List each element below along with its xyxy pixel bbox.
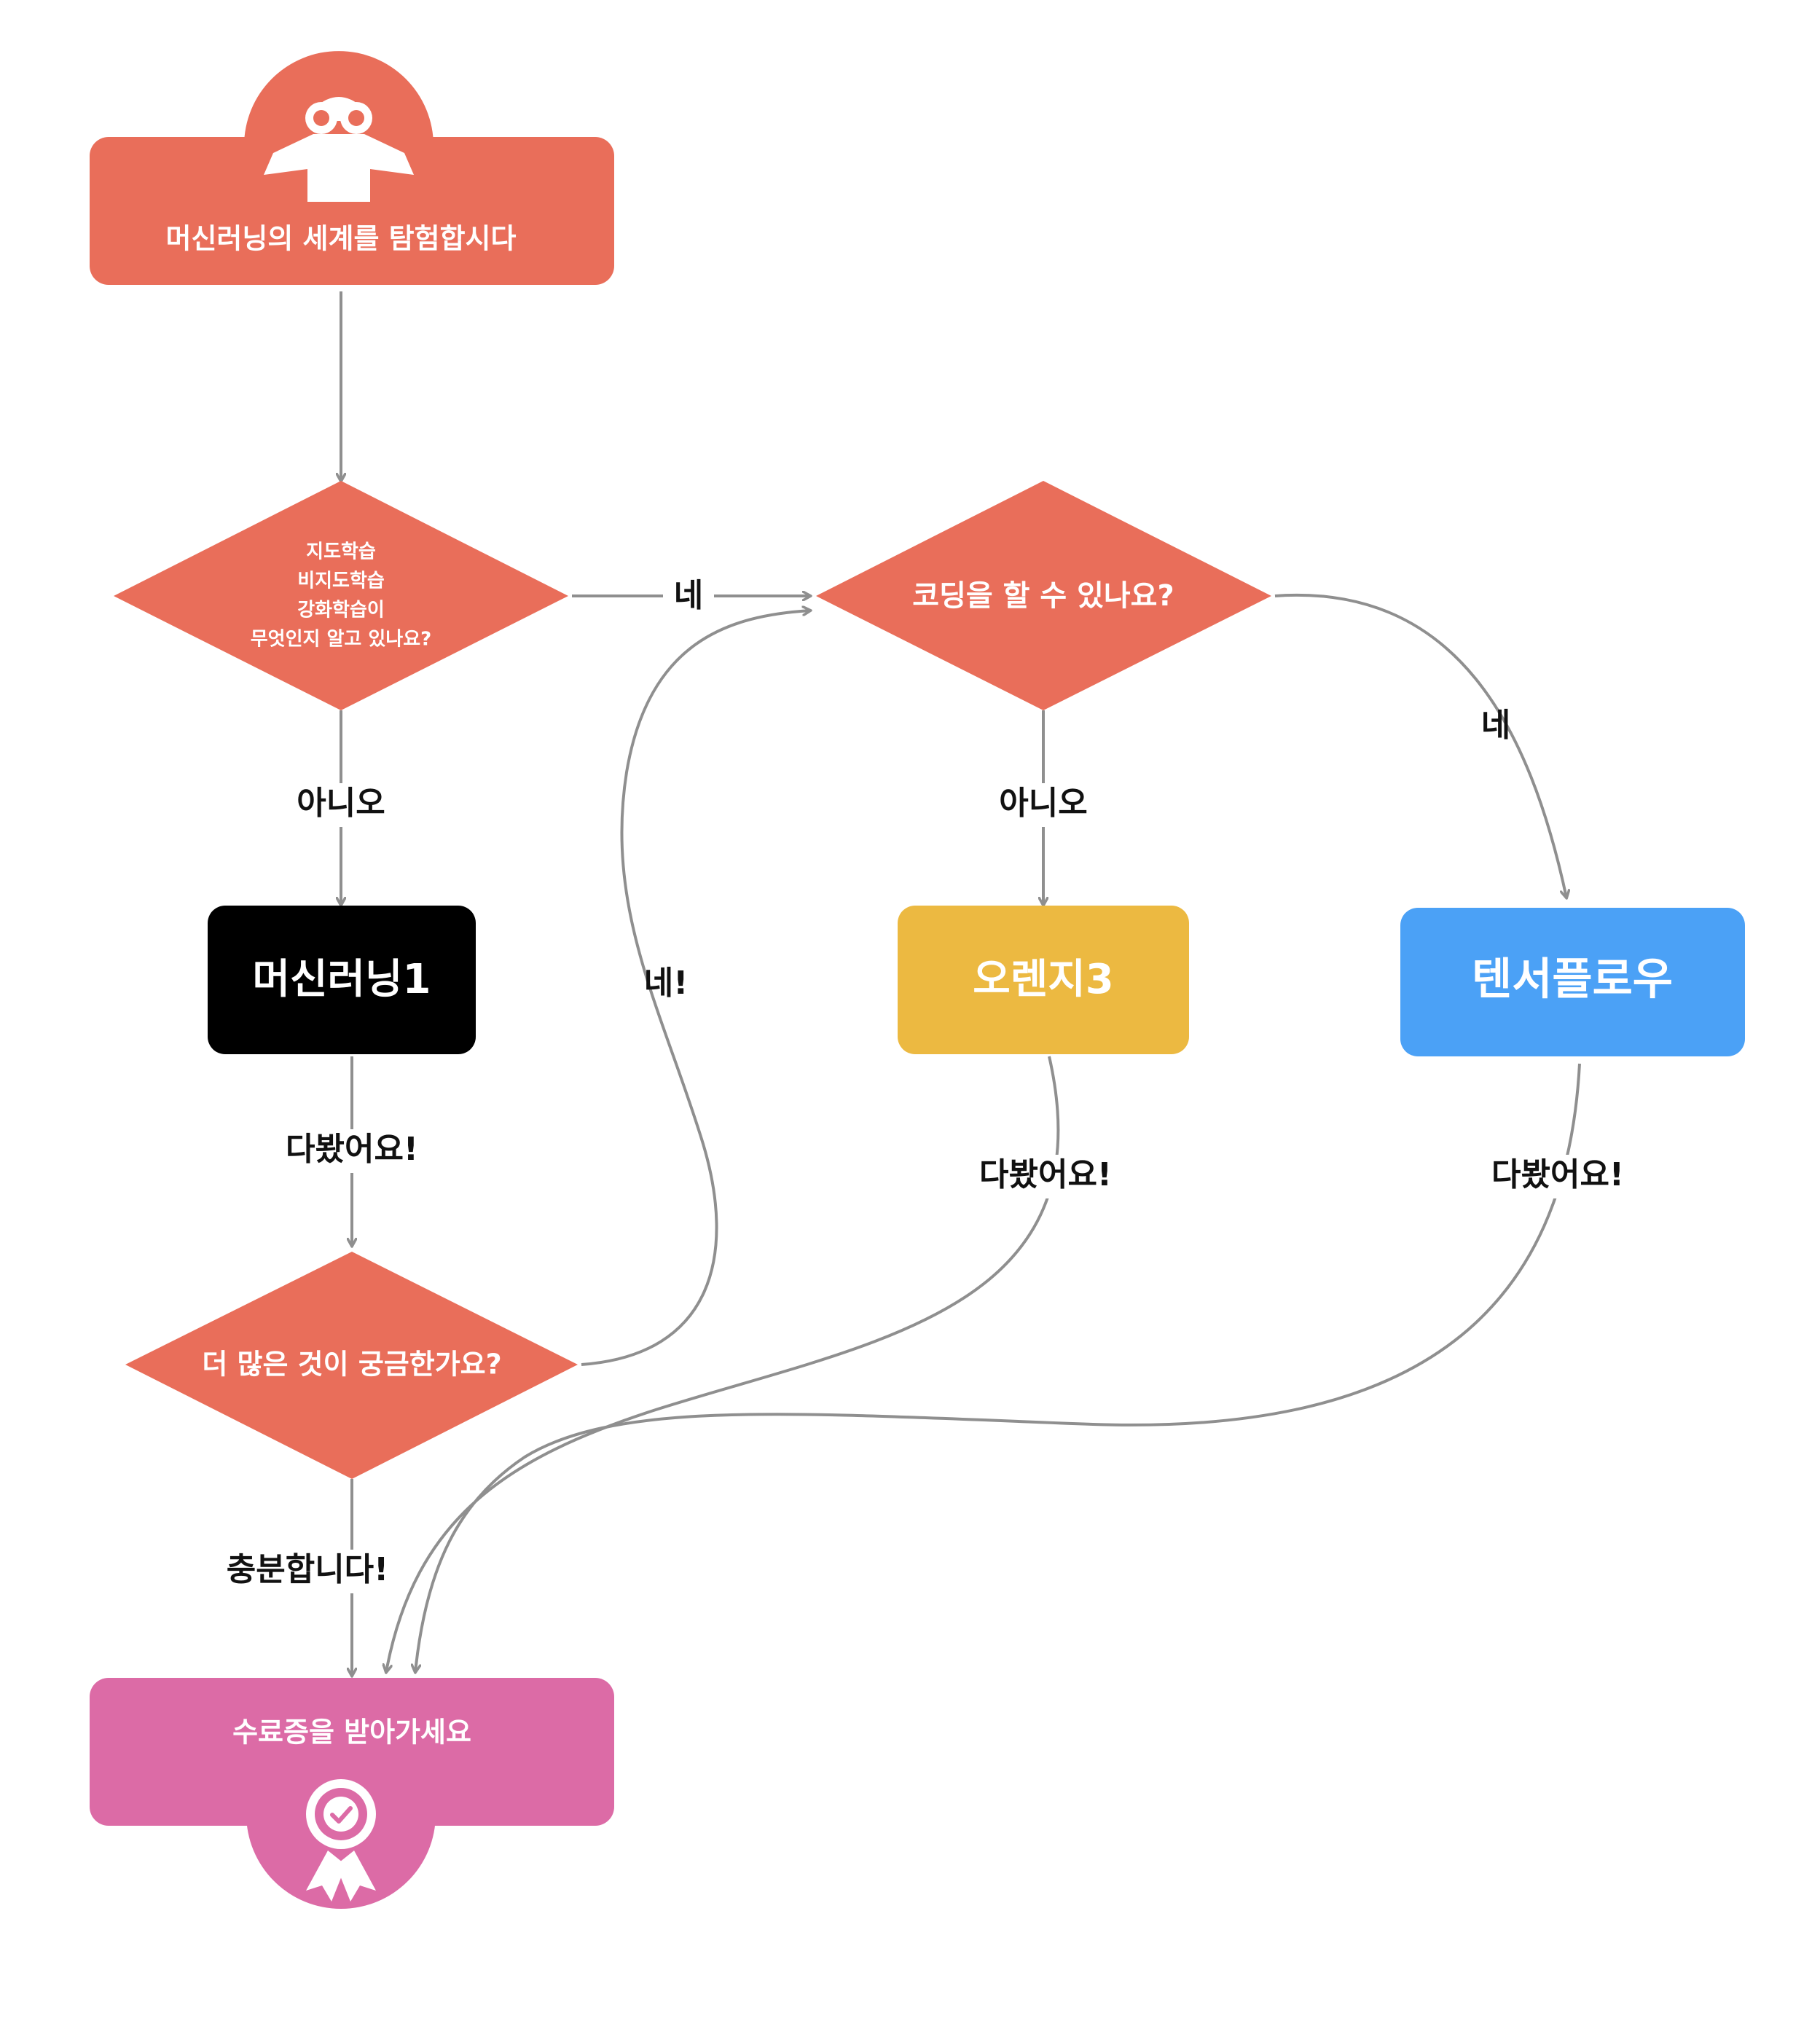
decision-more-shape bbox=[125, 1252, 578, 1479]
edge-label-tf-done: 다봤어요! bbox=[1491, 1156, 1624, 1193]
decision-learning-types: 지도학습 비지도학습 강화학습이 무엇인지 알고 있나요? bbox=[114, 481, 568, 710]
end-node-label: 수료증을 받아가세요 bbox=[232, 1716, 471, 1749]
binoculars-person-icon bbox=[264, 97, 414, 202]
edge-label-orange-done: 다봤어요! bbox=[979, 1156, 1112, 1193]
start-node: 머신러닝의 세계를 탐험합시다 bbox=[90, 51, 614, 285]
decision-coding: 코딩을 할 수 있나요? bbox=[816, 481, 1271, 710]
decision-learning-types-shape bbox=[114, 481, 568, 710]
node-tensorflow-label: 텐서플로우 bbox=[1472, 954, 1673, 1005]
edge-tensorflow-to-end bbox=[415, 1063, 1581, 1672]
decision-learning-types-line-1: 지도학습 bbox=[306, 541, 376, 563]
node-tensorflow: 텐서플로우 bbox=[1400, 908, 1745, 1056]
node-orange3-label: 오렌지3 bbox=[973, 956, 1114, 1003]
node-tensorflow-box bbox=[1400, 908, 1745, 1056]
edge-label-enough: 충분합니다! bbox=[227, 1551, 388, 1588]
node-orange3: 오렌지3 bbox=[898, 906, 1189, 1054]
edge-q-more-yes-to-coding bbox=[581, 611, 810, 1366]
decision-more-label: 더 많은 것이 궁금한가요? bbox=[202, 1349, 501, 1381]
edge-label-q1-yes: 네 bbox=[674, 577, 703, 614]
decision-learning-types-line-4: 무엇인지 알고 있나요? bbox=[251, 629, 431, 651]
edge-label-coding-yes: 네 bbox=[1481, 707, 1510, 744]
edge-orange3-to-end bbox=[386, 1056, 1060, 1672]
edge-label-coding-no: 아니오 bbox=[999, 785, 1087, 822]
decision-learning-types-line-2: 비지도학습 bbox=[297, 570, 385, 592]
decision-learning-types-line-3: 강화학습이 bbox=[297, 600, 385, 621]
node-ml1: 머신러닝1 bbox=[208, 906, 476, 1054]
edge-label-more-yes: 네! bbox=[644, 965, 689, 1002]
start-node-label: 머신러닝의 세계를 탐험합시다 bbox=[166, 223, 517, 255]
decision-coding-shape bbox=[816, 481, 1271, 710]
edge-label-q1-no: 아니오 bbox=[297, 785, 385, 822]
node-orange3-box bbox=[898, 906, 1189, 1054]
end-node: 수료증을 받아가세요 bbox=[90, 1678, 614, 1909]
end-node-box bbox=[90, 1678, 614, 1826]
node-ml1-label: 머신러닝1 bbox=[252, 956, 431, 1003]
edge-label-ml1-done: 다봤어요! bbox=[286, 1131, 418, 1168]
decision-coding-label: 코딩을 할 수 있나요? bbox=[912, 579, 1174, 613]
decision-more: 더 많은 것이 궁금한가요? bbox=[125, 1252, 578, 1479]
edge-coding-yes-to-tensorflow bbox=[1274, 593, 1566, 898]
node-ml1-box bbox=[208, 906, 476, 1054]
award-ribbon-icon bbox=[306, 1779, 376, 1902]
start-node-box bbox=[90, 137, 614, 285]
